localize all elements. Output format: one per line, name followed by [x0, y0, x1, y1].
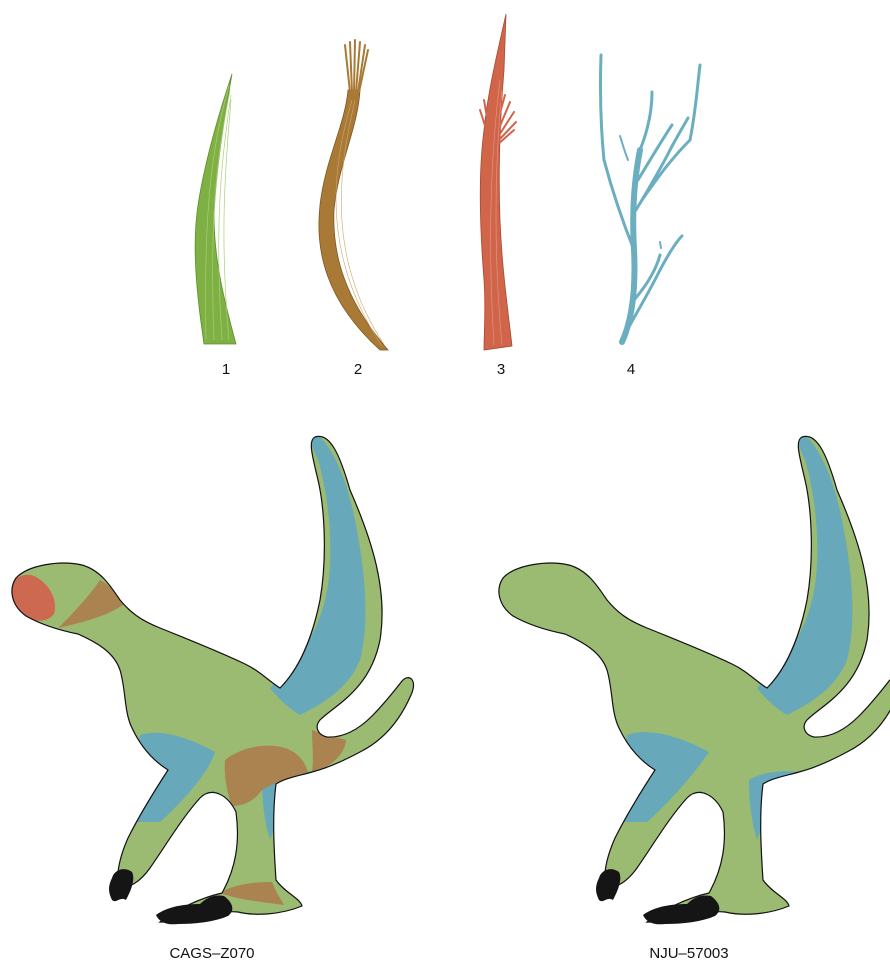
feather-label-1: 1 [222, 361, 230, 378]
hand-claw [596, 869, 620, 901]
specimen-cags-z070: CAGS–Z070 [8, 430, 414, 960]
feather-type-4 [600, 55, 700, 342]
foot-claw [156, 895, 232, 924]
foot-claw [643, 895, 719, 924]
specimen-label-2: NJU–57003 [649, 945, 728, 960]
feather-type-1 [195, 74, 236, 344]
hand-claw [109, 869, 133, 901]
feather-2-shape [319, 90, 388, 350]
feather-label-4: 4 [627, 361, 635, 378]
feather-label-3: 3 [497, 361, 505, 378]
leg-blue-region-3 [749, 771, 799, 840]
body-silhouette [12, 436, 414, 922]
feather-type-2 [319, 40, 388, 350]
feather-type-3 [480, 14, 516, 350]
specimen-nju-57003: NJU–57003 [499, 430, 890, 960]
specimen-label-1: CAGS–Z070 [169, 945, 254, 960]
feather-label-2: 2 [354, 361, 362, 378]
leg-blue-region [120, 733, 215, 822]
